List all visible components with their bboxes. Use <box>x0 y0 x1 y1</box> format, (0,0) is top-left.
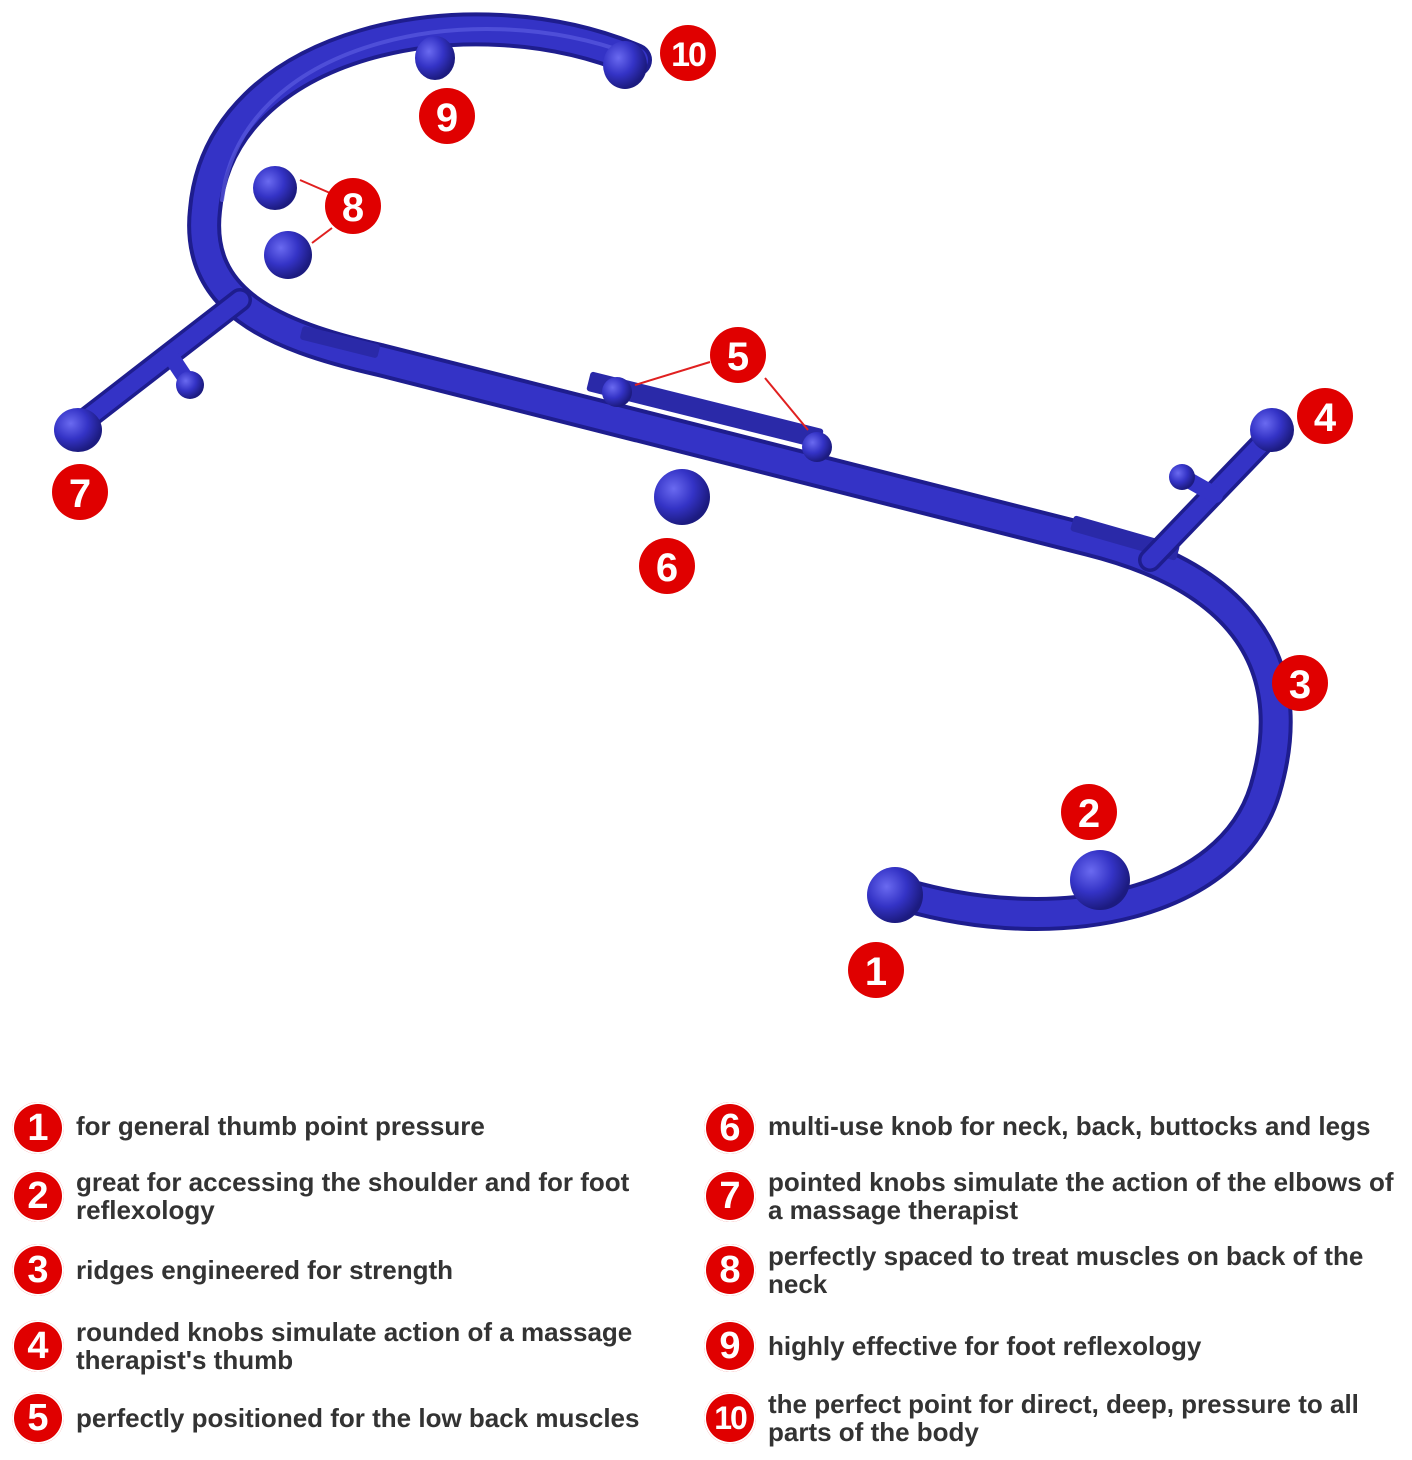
callout-8: 8 <box>325 178 381 234</box>
callout-6: 6 <box>639 538 695 594</box>
svg-text:7: 7 <box>69 472 91 516</box>
legend-item-8: 8 perfectly spaced to treat muscles on b… <box>704 1240 1404 1304</box>
legend-badge: 8 <box>704 1244 756 1296</box>
legend-text: perfectly spaced to treat muscles on bac… <box>768 1241 1364 1299</box>
legend-text: the perfect point for direct, deep, pres… <box>768 1389 1359 1447</box>
legend-text: multi-use knob for neck, back, buttocks … <box>768 1111 1371 1141</box>
legend-badge: 10 <box>704 1392 756 1444</box>
legend-text: for general thumb point pressure <box>76 1111 485 1141</box>
svg-text:6: 6 <box>656 546 678 590</box>
legend-item-4: 4 rounded knobs simulate action of a mas… <box>12 1316 712 1380</box>
callout-3: 3 <box>1272 655 1328 711</box>
legend-item-9: 9 highly effective for foot reflexology <box>704 1316 1404 1380</box>
massage-tool-diagram: 1 2 3 4 5 6 7 8 9 10 <box>52 12 1353 998</box>
callout-2: 2 <box>1061 784 1117 840</box>
legend-text: highly effective for foot reflexology <box>768 1331 1202 1361</box>
legend-badge: 5 <box>12 1392 64 1444</box>
legend-text: perfectly positioned for the low back mu… <box>76 1403 640 1433</box>
svg-text:2: 2 <box>1078 792 1100 836</box>
svg-text:3: 3 <box>1289 663 1311 707</box>
legend-item-7: 7 pointed knobs simulate the action of t… <box>704 1166 1404 1230</box>
legend-badge: 4 <box>12 1320 64 1372</box>
callout-badges: 1 2 3 4 5 6 7 8 9 10 <box>52 25 1353 998</box>
svg-text:1: 1 <box>865 950 887 994</box>
legend-text: great for accessing the shoulder and for… <box>76 1167 630 1225</box>
svg-text:5: 5 <box>727 335 749 379</box>
svg-text:8: 8 <box>342 186 364 230</box>
legend-badge: 6 <box>704 1102 756 1154</box>
legend-text: ridges engineered for strength <box>76 1255 454 1285</box>
legend-item-3: 3 ridges engineered for strength <box>12 1240 712 1304</box>
legend-item-10: 10 the perfect point for direct, deep, p… <box>704 1388 1404 1452</box>
svg-text:9: 9 <box>436 96 458 140</box>
legend-badge: 1 <box>12 1102 64 1154</box>
legend-badge: 9 <box>704 1320 756 1372</box>
legend-item-2: 2 great for accessing the shoulder and f… <box>12 1166 712 1230</box>
tool-body <box>187 12 1293 931</box>
callout-9: 9 <box>419 88 475 144</box>
callout-5: 5 <box>710 327 766 383</box>
callout-4: 4 <box>1297 388 1353 444</box>
legend-badge: 2 <box>12 1170 64 1222</box>
callout-7: 7 <box>52 464 108 520</box>
legend-column-left: 1 for general thumb point pressure 2 gre… <box>12 1040 712 1460</box>
right-arm <box>1138 408 1294 572</box>
callout-10: 10 <box>660 25 716 81</box>
left-arm <box>54 288 252 452</box>
legend-item-5: 5 perfectly positioned for the low back … <box>12 1388 712 1452</box>
legend: 1 for general thumb point pressure 2 gre… <box>0 1040 1412 1460</box>
legend-text: rounded knobs simulate action of a massa… <box>76 1317 633 1375</box>
callout-1: 1 <box>848 942 904 998</box>
svg-text:10: 10 <box>671 36 706 74</box>
legend-badge: 3 <box>12 1244 64 1296</box>
legend-item-1: 1 for general thumb point pressure <box>12 1096 712 1160</box>
leader-lines <box>299 179 809 431</box>
legend-column-right: 6 multi-use knob for neck, back, buttock… <box>704 1040 1404 1460</box>
svg-text:4: 4 <box>1314 396 1337 440</box>
knobs <box>253 36 1130 923</box>
legend-text: pointed knobs simulate the action of the… <box>768 1167 1394 1225</box>
legend-badge: 7 <box>704 1170 756 1222</box>
legend-item-6: 6 multi-use knob for neck, back, buttock… <box>704 1096 1404 1160</box>
